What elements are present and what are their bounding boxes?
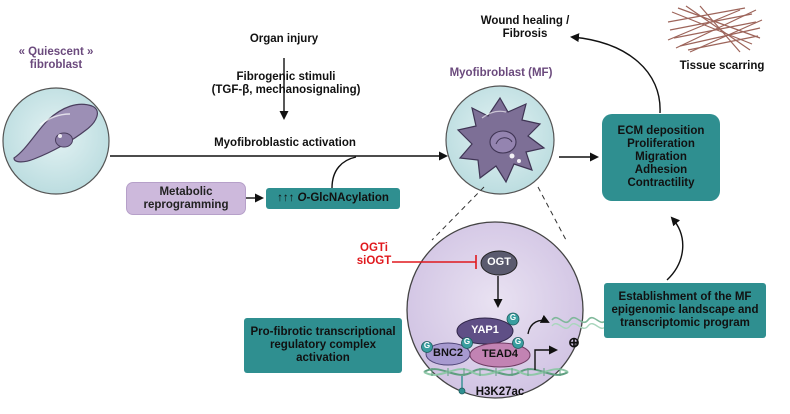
myofibroblast-cell [445,85,555,195]
profibrotic-line2: regulatory complex [269,339,377,351]
ogti-label: OGTi siOGT [356,242,392,268]
up-arrows-icon: ↑↑↑ [277,192,295,204]
establishment-line2: epigenomic landscape and [611,304,759,316]
mrna-transcript-icon [551,316,607,329]
wound-line2: Fibrosis [502,28,548,40]
bnc2-label: BNC2 [433,347,463,359]
protein-complex [425,317,531,368]
ecm-outcomes-box: ECM deposition Proliferation Migration A… [602,114,720,201]
siogt-text: siOGT [356,255,392,267]
wound-line1: Wound healing / [480,15,570,27]
ecm-outcomes-list: ECM deposition Proliferation Migration A… [618,125,705,190]
organ-injury-label: Organ injury [249,33,319,45]
ogt-ellipse [480,250,518,276]
fibrogenic-stimuli-label: Fibrogenic stimuli (TGF-β, mechanosignal… [186,71,386,97]
contractility: Contractility [627,177,695,189]
zoom-line-right [537,186,567,241]
yap1-label: YAP1 [471,324,499,336]
myofibroblast-label: Myofibroblast (MF) [449,67,553,79]
fibrogenic-line2: (TGF-β, mechanosignaling) [211,84,361,96]
zoom-line-left [431,186,485,241]
myofibroblastic-activation-label: Myofibroblastic activation [214,137,356,149]
metabolic-reprogramming-box: Metabolic reprogramming [126,182,246,215]
glcnac-o: O [297,192,307,204]
fibrogenic-line1: Fibrogenic stimuli [236,71,336,83]
ogt-label: OGT [487,256,511,268]
tead4-label: TEAD4 [481,348,519,360]
metabolic-line2: reprogramming [143,198,229,211]
adhesion: Adhesion [634,164,688,176]
metabolic-line1: Metabolic [159,185,213,198]
transcription-start-arrow [534,345,558,370]
plus-icon: ⊕ [568,334,580,350]
quiescent-fibroblast-cell [2,87,110,195]
g-mark-bnc2-left: G [423,341,431,350]
profibrotic-line3: activation [296,352,350,364]
g-mark-tead4: G [514,337,522,346]
tissue-scarring-icon [667,5,763,53]
profibrotic-line1: Pro-fibrotic transcriptional [250,326,396,338]
tissue-scarring-label: Tissue scarring [679,60,765,72]
activation-curve-arrow [527,314,550,335]
proliferation: Proliferation [627,138,695,150]
establishment-to-ecm-arrow [666,216,684,281]
quiescent-label-line1: « Quiescent » [18,46,94,58]
establishment-box: Establishment of the MF epigenomic lands… [604,283,766,338]
h3k27ac-label: H3K27ac [475,386,525,398]
ogti-text: OGTi [360,242,388,254]
dna-helix [423,368,569,376]
ecm-to-wound-arrow [570,33,661,114]
glcnac-connector [331,156,357,189]
glcnacylation-box: ↑↑↑ O-GlcNAcylation [266,188,400,209]
migration: Migration [635,151,687,163]
establishment-line1: Establishment of the MF [618,291,752,303]
glcnac-text: -GlcNAcylation [306,192,389,204]
establishment-line3: transcriptomic program [620,317,750,329]
h3k27ac-dot [458,387,466,395]
profibrotic-complex-box: Pro-fibrotic transcriptional regulatory … [244,318,402,373]
wound-healing-label: Wound healing / Fibrosis [470,15,580,41]
glcnac-marks [421,312,524,353]
g-mark-bnc2: G [463,337,471,346]
g-mark-yap1: G [509,313,517,322]
quiescent-label-line2: fibroblast [29,59,83,71]
quiescent-label: « Quiescent » fibroblast [8,46,104,72]
ecm-deposition: ECM deposition [617,125,705,137]
